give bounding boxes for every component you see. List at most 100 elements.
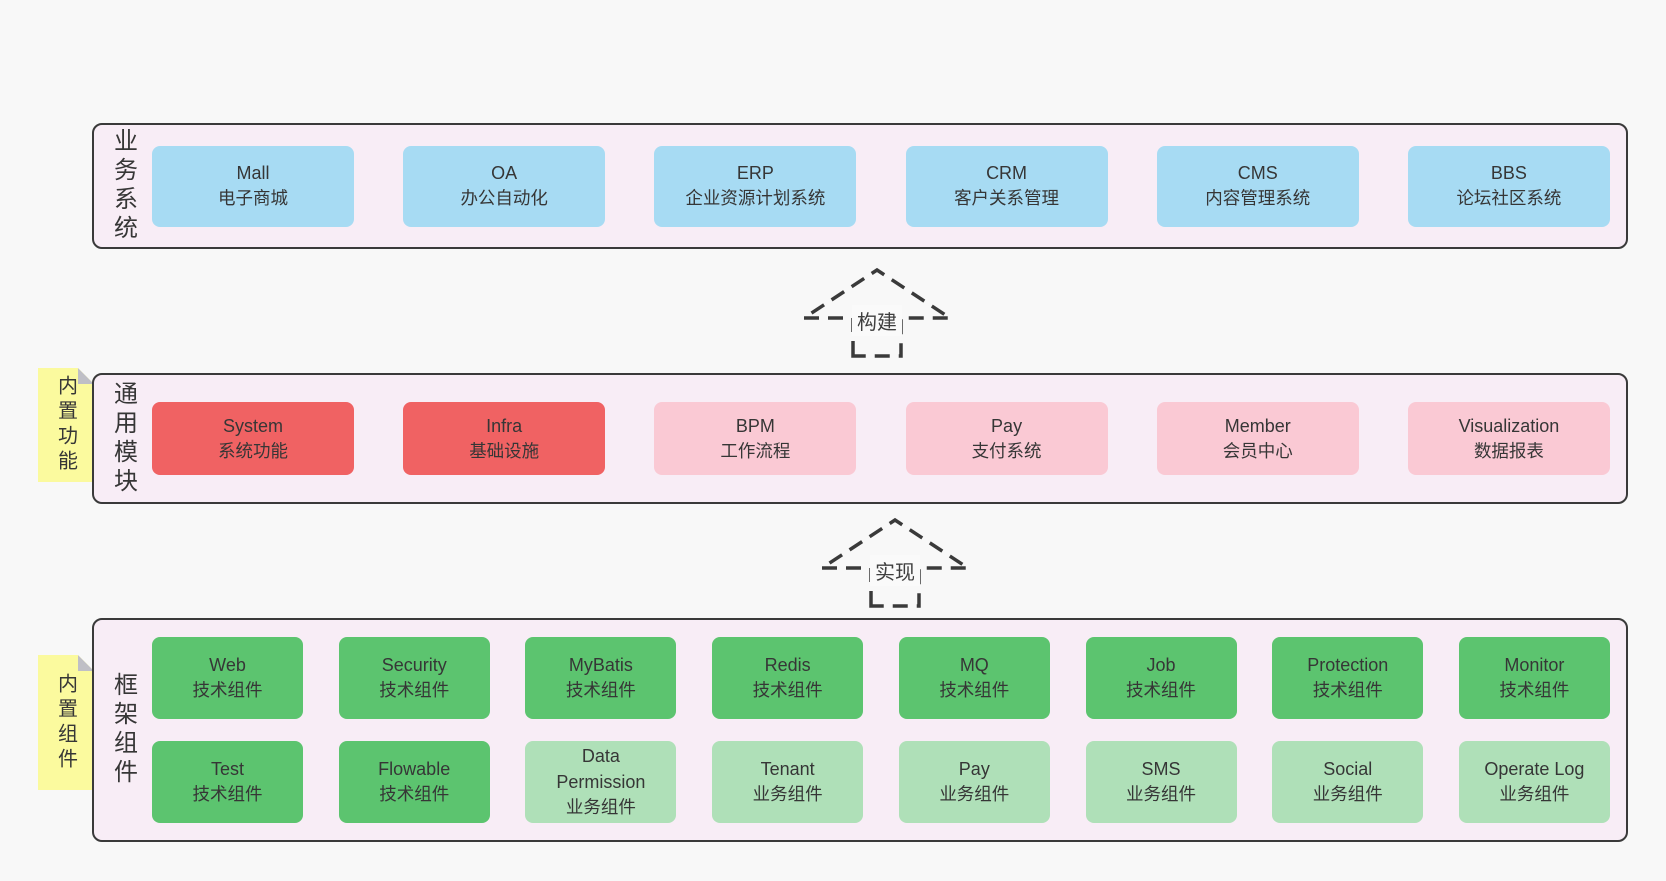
box-subtitle: 技术组件 xyxy=(379,680,450,701)
box-title: Job xyxy=(1146,655,1176,676)
box-subtitle: 技术组件 xyxy=(379,784,450,805)
box-subtitle: 客户关系管理 xyxy=(954,188,1060,209)
box-oa: OA 办公自动化 xyxy=(403,145,606,227)
box-tenant: Tenant 业务组件 xyxy=(712,741,864,823)
box-mq: MQ 技术组件 xyxy=(898,637,1050,719)
box-title: Member xyxy=(1224,415,1291,436)
box-mall: Mall 电子商城 xyxy=(152,145,354,227)
box-test: Test 技术组件 xyxy=(152,741,303,823)
box-subtitle: 技术组件 xyxy=(192,784,263,805)
box-subtitle: 技术组件 xyxy=(752,680,823,701)
box-title: Social xyxy=(1323,759,1373,780)
box-visualization: Visualization 数据报表 xyxy=(1407,402,1610,475)
box-subtitle: 会员中心 xyxy=(1222,440,1293,461)
box-subtitle: 业务组件 xyxy=(565,797,636,818)
box-flowable: Flowable 技术组件 xyxy=(338,741,490,823)
box-title: CMS xyxy=(1237,163,1278,184)
section-label-common-modules: 通用模块 xyxy=(109,380,137,497)
box-title: Protection xyxy=(1307,655,1389,676)
section-label-framework-components: 框架组件 xyxy=(109,672,137,788)
arrow-label-implement: 实现 xyxy=(870,555,920,586)
box-subtitle: 业务组件 xyxy=(1126,784,1197,805)
box-title: BPM xyxy=(735,415,775,436)
box-title: Operate Log xyxy=(1484,759,1585,780)
box-title: Test xyxy=(210,759,244,780)
box-subtitle: 业务组件 xyxy=(1499,784,1570,805)
box-title: Security xyxy=(381,655,447,676)
box-subtitle: 技术组件 xyxy=(565,680,636,701)
box-title: ERP xyxy=(736,163,774,184)
box-web: Web 技术组件 xyxy=(152,637,303,719)
box-subtitle: 业务组件 xyxy=(1312,784,1383,805)
box-title: Mall xyxy=(236,163,270,184)
box-bpm: BPM 工作流程 xyxy=(654,402,857,475)
box-title: Infra xyxy=(486,415,523,436)
box-subtitle: 支付系统 xyxy=(971,440,1042,461)
box-subtitle: 数据报表 xyxy=(1473,440,1544,461)
box-subtitle: 内容管理系统 xyxy=(1205,188,1311,209)
box-title: MyBatis xyxy=(568,655,633,676)
box-operate-log: Operate Log 业务组件 xyxy=(1458,741,1610,823)
box-subtitle: 技术组件 xyxy=(939,680,1010,701)
box-title: OA xyxy=(491,163,518,184)
dashed-up-arrow-icon xyxy=(798,267,956,358)
box-title: Monitor xyxy=(1504,655,1565,676)
box-title: Web xyxy=(209,655,246,676)
box-system: System 系统功能 xyxy=(152,402,354,475)
box-grid: Mall 电子商城 OA 办公自动化 ERP 企业资源计划系统 CRM 客户关系管理 CMS 内容… xyxy=(152,125,1626,247)
box-member: Member 会员中心 xyxy=(1156,402,1359,475)
arrow-build: 构建 xyxy=(792,263,962,358)
arrow-label-build: 构建 xyxy=(852,305,902,336)
box-title: Flowable xyxy=(378,759,451,780)
box-pay: Pay 支付系统 xyxy=(905,402,1108,475)
section-label-business-systems: 业务系统 xyxy=(109,128,137,244)
box-title: Tenant xyxy=(760,759,815,780)
box-erp: ERP 企业资源计划系统 xyxy=(654,145,857,227)
box-cms: CMS 内容管理系统 xyxy=(1156,145,1359,227)
box-subtitle: 电子商城 xyxy=(218,188,288,209)
box-title: BBS xyxy=(1490,163,1527,184)
section-business-systems: 业务系统 Mall 电子商城 OA 办公自动化 ERP 企业资源计划系统 CRM 客户关系管理… xyxy=(92,123,1628,249)
box-title: Data Permission xyxy=(556,746,646,793)
dashed-up-arrow-icon xyxy=(816,517,974,608)
sticky-note-label: 内置组件 xyxy=(54,672,77,773)
box-mybatis: MyBatis 技术组件 xyxy=(525,637,677,719)
box-social: Social 业务组件 xyxy=(1272,741,1424,823)
box-crm: CRM 客户关系管理 xyxy=(905,145,1108,227)
box-subtitle: 业务组件 xyxy=(752,784,823,805)
box-subtitle: 技术组件 xyxy=(192,680,263,701)
box-security: Security 技术组件 xyxy=(338,637,490,719)
box-title: Visualization xyxy=(1458,415,1560,436)
box-title: SMS xyxy=(1141,759,1181,780)
box-subtitle: 企业资源计划系统 xyxy=(685,188,826,209)
box-title: CRM xyxy=(986,163,1028,184)
box-subtitle: 办公自动化 xyxy=(460,188,548,209)
box-row: Mall 电子商城 OA 办公自动化 ERP 企业资源计划系统 CRM 客户关系管理 CMS 内容… xyxy=(152,145,1610,227)
box-monitor: Monitor 技术组件 xyxy=(1458,637,1610,719)
box-redis: Redis 技术组件 xyxy=(712,637,864,719)
box-subtitle: 系统功能 xyxy=(218,440,288,461)
box-subtitle: 技术组件 xyxy=(1499,680,1570,701)
box-subtitle: 工作流程 xyxy=(720,440,791,461)
box-title: Pay xyxy=(991,415,1023,436)
box-title: System xyxy=(222,415,283,436)
sticky-note-built-in-features: 内置功能 xyxy=(38,368,94,482)
arrow-implement: 实现 xyxy=(810,513,980,608)
box-job: Job 技术组件 xyxy=(1085,637,1237,719)
box-title: Pay xyxy=(958,759,990,780)
box-title: MQ xyxy=(959,655,989,676)
box-title: Redis xyxy=(764,655,811,676)
box-data-permission: Data Permission 业务组件 xyxy=(525,741,677,823)
box-subtitle: 技术组件 xyxy=(1126,680,1197,701)
